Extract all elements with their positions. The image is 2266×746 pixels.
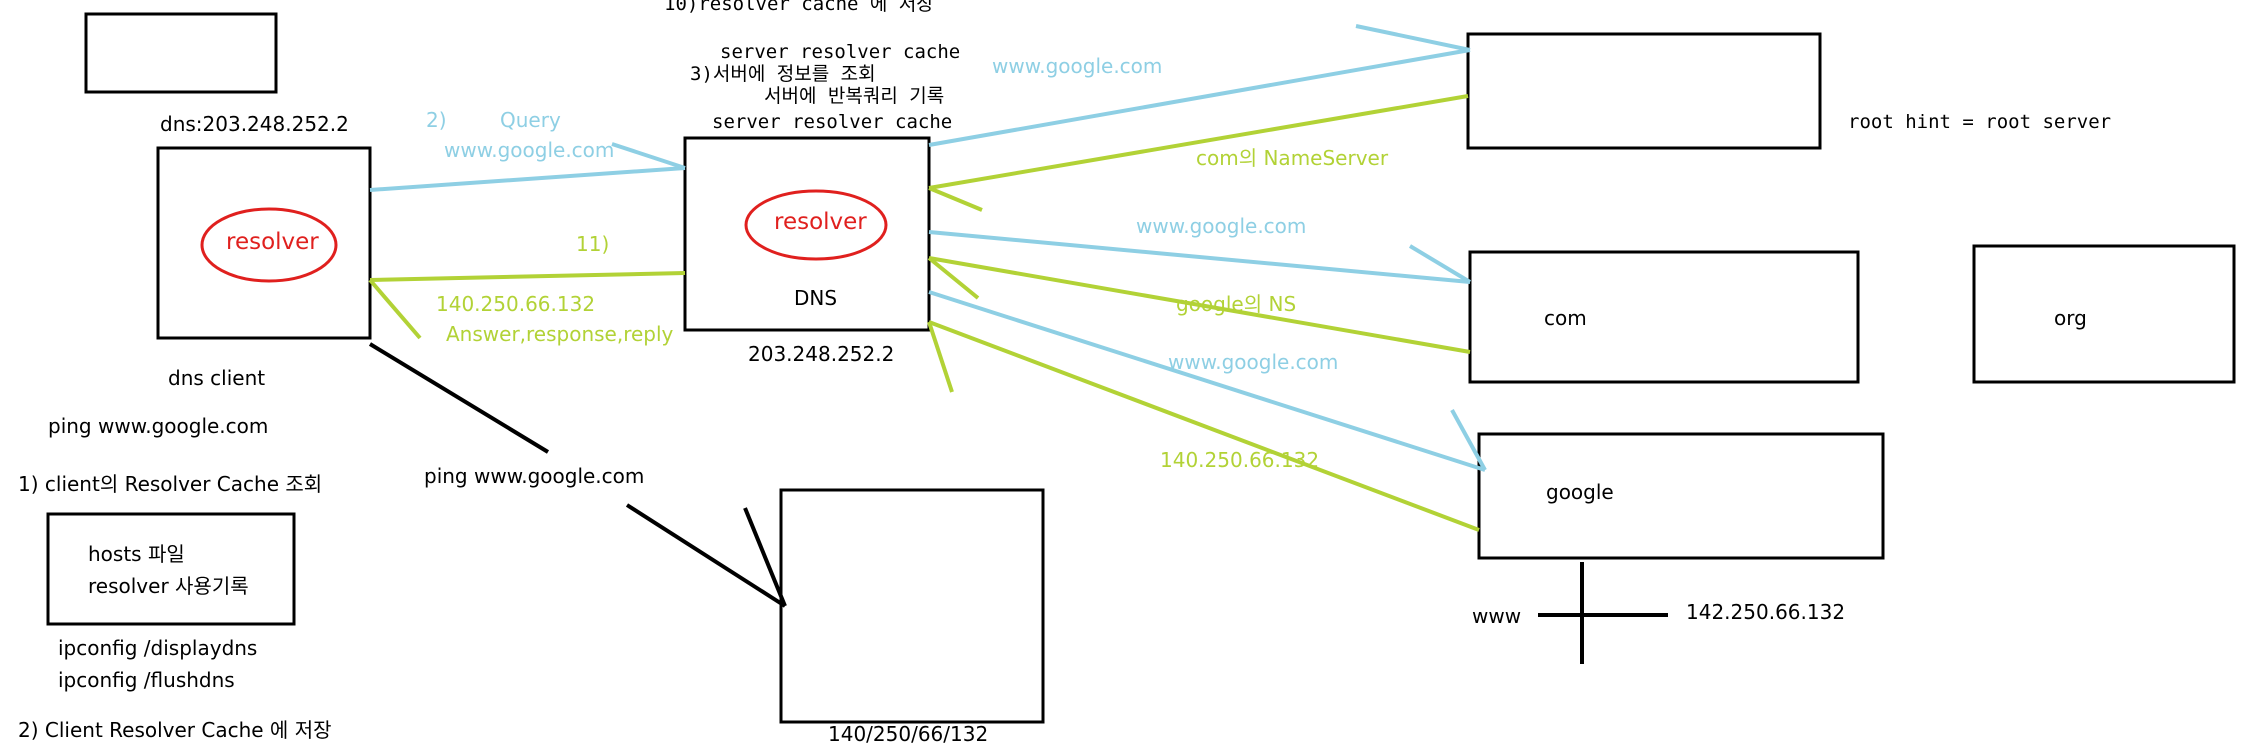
ping-line-bottom <box>625 503 787 608</box>
answer-ip: 140.250.66.132 <box>436 292 596 316</box>
www-host-ip: 142.250.66.132 <box>1686 600 1846 624</box>
google-server-box <box>1477 432 1885 560</box>
ping-label: ping www.google.com <box>424 464 645 488</box>
server-resolver-ellipse <box>744 189 888 261</box>
client-dns-address-label: dns:203.248.252.2 <box>160 112 349 136</box>
com-server-label: com <box>1544 306 1587 330</box>
step3-server-lookup: 3)서버에 정보를 조회 <box>690 63 876 85</box>
resolver-history-label: resolver 사용기록 <box>88 574 249 598</box>
answer-step-number: 11) <box>576 232 610 256</box>
ipconfig-flushdns-command: ipconfig /flushdns <box>58 668 235 692</box>
query-step-number: 2) <box>426 108 447 132</box>
step1-client-cache-lookup: 1) client의 Resolver Cache 조회 <box>18 472 323 496</box>
query-domain: www.google.com <box>444 138 615 162</box>
google-query-label: www.google.com <box>1168 350 1339 374</box>
dns-client-box <box>156 146 372 340</box>
server-cache-line1: server resolver cache <box>720 41 961 63</box>
com-query-arrow-head <box>1408 244 1472 284</box>
server-iterative-record: 서버에 반복쿼리 기록 <box>764 85 945 107</box>
dns-client-caption: dns client <box>168 366 266 390</box>
org-server-label: org <box>2054 306 2087 330</box>
root-query-arrow-head <box>1355 24 1471 52</box>
com-server-box <box>1468 250 1860 384</box>
answer-words: Answer,response,reply <box>446 322 674 346</box>
root-query-label: www.google.com <box>992 54 1163 78</box>
google-query-line <box>928 290 1486 472</box>
org-server-box <box>1972 244 2236 384</box>
google-server-label: google <box>1546 480 1614 504</box>
client-resolver-ellipse <box>200 207 338 283</box>
root-answer-label: com의 NameServer <box>1196 146 1389 170</box>
hosts-cache-box <box>46 512 296 626</box>
dns-server-ip: 203.248.252.2 <box>748 342 895 366</box>
root-answer-line <box>928 94 1469 190</box>
query-arrow-line <box>369 166 686 192</box>
answer-arrow-head <box>368 278 422 340</box>
com-answer-line <box>928 256 1471 354</box>
query-arrow-head <box>611 142 686 170</box>
server-cache-line2: server resolver cache <box>712 111 953 133</box>
hosts-file-label: hosts 파일 <box>88 542 185 566</box>
root-query-line <box>928 48 1471 147</box>
root-server-box <box>1466 32 1822 150</box>
empty-top-left-box <box>84 12 278 94</box>
step2-client-cache-save: 2) Client Resolver Cache 에 저장 <box>18 718 332 742</box>
com-query-label: www.google.com <box>1136 214 1307 238</box>
query-word: Query <box>500 108 561 132</box>
target-ip-label: 140/250/66/132 <box>828 722 989 746</box>
root-answer-arrow-head <box>928 186 983 212</box>
com-query-line <box>928 230 1471 284</box>
google-answer-label: 140.250.66.132 <box>1160 448 1320 472</box>
dns-server-caption: DNS <box>794 286 838 310</box>
ping-arrow-head <box>743 507 787 607</box>
google-query-arrow-head <box>1450 409 1487 471</box>
client-ping-command: ping www.google.com <box>48 414 269 438</box>
com-answer-arrow-head <box>927 256 980 300</box>
answer-arrow-line <box>369 271 686 282</box>
google-answer-arrow-head <box>927 321 954 393</box>
target-host-box <box>779 488 1045 724</box>
step10-server-cache-save: 10)resolver cache 에 저장 <box>664 0 934 15</box>
ipconfig-displaydns-command: ipconfig /displaydns <box>58 636 258 660</box>
www-host-label: www <box>1472 604 1522 628</box>
server-resolver-label: resolver <box>774 209 867 235</box>
com-answer-label: google의 NS <box>1176 292 1297 316</box>
google-answer-line <box>928 320 1480 532</box>
ping-line-top <box>368 342 550 454</box>
root-hint-label: root hint = root server <box>1848 111 2112 133</box>
client-resolver-label: resolver <box>226 229 319 255</box>
